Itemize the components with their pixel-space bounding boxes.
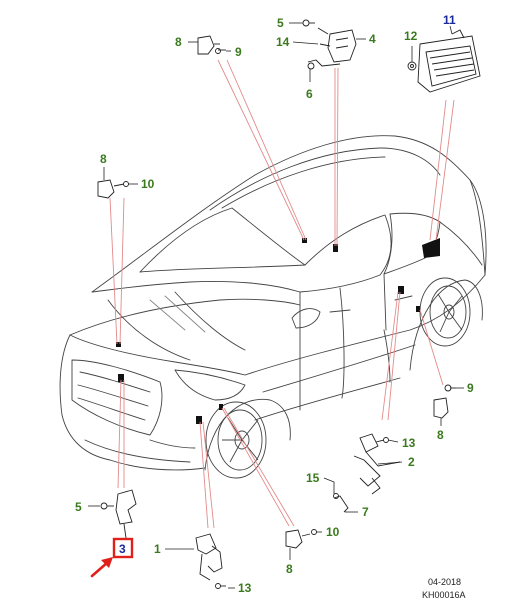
callout-9-top: 9 [235,45,242,59]
part-sensor-8-right [433,384,456,419]
callout-12: 12 [404,29,418,43]
leader-lines [109,59,455,529]
callout-6: 6 [306,87,313,101]
callout-15: 15 [306,471,320,485]
part-height-sensor-2 [353,433,401,495]
callout-10-left: 10 [141,177,155,191]
callout-8-top: 8 [175,35,182,49]
highlight-marker [90,537,134,578]
callout-5-top: 5 [277,16,284,30]
part-height-sensor-1 [195,533,226,589]
callout-8-right: 8 [437,428,444,442]
callout-8-bottom: 8 [286,562,293,576]
callout-11: 11 [443,13,456,27]
highlight-box [112,537,134,559]
callout-2: 2 [408,455,415,469]
callout-13-right: 13 [402,436,416,450]
part-link-15 [333,493,349,513]
callout-7: 7 [362,505,369,519]
sensor-locations [116,238,440,424]
part-top-sensor-bracket [307,27,357,70]
callout-14: 14 [276,35,290,49]
callout-4: 4 [369,32,376,46]
vehicle-outline [59,135,487,471]
callout-3: 3 [119,542,126,556]
callout-1: 1 [154,542,161,556]
highlight-arrow-head [101,557,113,568]
callout-13-bottom: 13 [238,581,252,595]
callout-8-left: 8 [100,152,107,166]
part-height-sensor-3 [100,489,137,539]
part-module-11 [417,29,481,93]
footer-date: 04-2018 [428,577,461,587]
callout-9-right: 9 [467,381,474,395]
callouts: 8 9 5 14 4 6 12 11 8 10 9 8 13 2 15 7 5 … [75,13,474,595]
front-wheel [205,401,267,479]
callout-10-bottom: 10 [326,525,340,539]
part-sensor-8-top [197,35,226,55]
footer-code: KH00016A [422,590,466,600]
callout-5-bottom: 5 [75,500,82,514]
callout-lines [88,22,464,589]
